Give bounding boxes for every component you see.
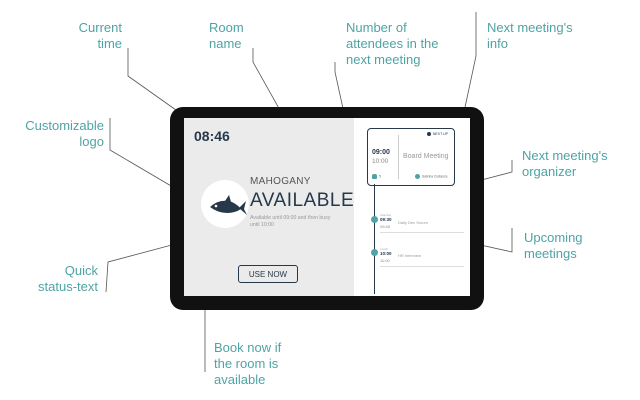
upcoming-label: Lunch bbox=[380, 247, 389, 251]
callout-organizer: Next meeting's organizer bbox=[522, 148, 608, 179]
callout-upcoming: Upcoming meetings bbox=[524, 230, 583, 261]
room-status-panel: 08:46 MAHOGANY AVAILABLE Available until… bbox=[184, 118, 354, 296]
upcoming-title: Daily Dev Scrum bbox=[398, 220, 428, 225]
person-icon bbox=[372, 174, 377, 179]
company-logo bbox=[201, 180, 249, 228]
upcoming-title: HR Interview bbox=[398, 253, 421, 258]
tablet-screen: 08:46 MAHOGANY AVAILABLE Available until… bbox=[184, 118, 470, 296]
upcoming-end: 09:45 bbox=[380, 224, 391, 229]
timeline-dot bbox=[371, 249, 378, 256]
callout-attendees: Number of attendees in the next meeting bbox=[346, 20, 439, 67]
upcoming-end: 11:00 bbox=[380, 258, 390, 263]
upcoming-start: 09:30 bbox=[380, 217, 392, 222]
person-icon bbox=[415, 174, 420, 179]
upcoming-label: Standup bbox=[380, 213, 392, 217]
current-time: 08:46 bbox=[194, 128, 230, 144]
timeline-line bbox=[374, 184, 375, 294]
use-now-button[interactable]: USE NOW bbox=[238, 265, 298, 283]
next-meeting-title: Board Meeting bbox=[403, 153, 449, 160]
callout-next-info: Next meeting's info bbox=[487, 20, 573, 51]
room-status: AVAILABLE bbox=[250, 190, 355, 211]
list-divider bbox=[380, 266, 464, 267]
callout-quick-status: Quick status-text bbox=[38, 263, 98, 294]
room-name: MAHOGANY bbox=[250, 176, 311, 187]
timeline-dot bbox=[371, 216, 378, 223]
next-meeting-card[interactable]: NEXT UP 09:00 10:00 Board Meeting 5 Sabr… bbox=[367, 128, 455, 186]
next-meeting-organizer: Sabrina Costanza bbox=[415, 174, 447, 179]
quick-status-text: Available until 09:00 and then busy unti… bbox=[250, 215, 331, 228]
callout-room-name: Room name bbox=[209, 20, 244, 51]
callout-current-time: Current time bbox=[78, 20, 122, 51]
next-up-dot-icon bbox=[426, 132, 431, 137]
callout-book-now: Book now if the room is available bbox=[214, 340, 282, 387]
next-meeting-end: 10:00 bbox=[372, 158, 389, 165]
fish-icon bbox=[210, 195, 247, 215]
schedule-panel: NEXT UP 09:00 10:00 Board Meeting 5 Sabr… bbox=[354, 118, 470, 296]
next-meeting-start: 09:00 bbox=[372, 149, 390, 156]
attendee-count: 5 bbox=[372, 174, 381, 179]
next-up-badge: NEXT UP bbox=[426, 132, 448, 137]
list-divider bbox=[380, 232, 464, 233]
callout-logo: Customizable logo bbox=[25, 118, 104, 149]
card-divider bbox=[398, 135, 399, 179]
upcoming-start: 10:00 bbox=[380, 251, 392, 256]
